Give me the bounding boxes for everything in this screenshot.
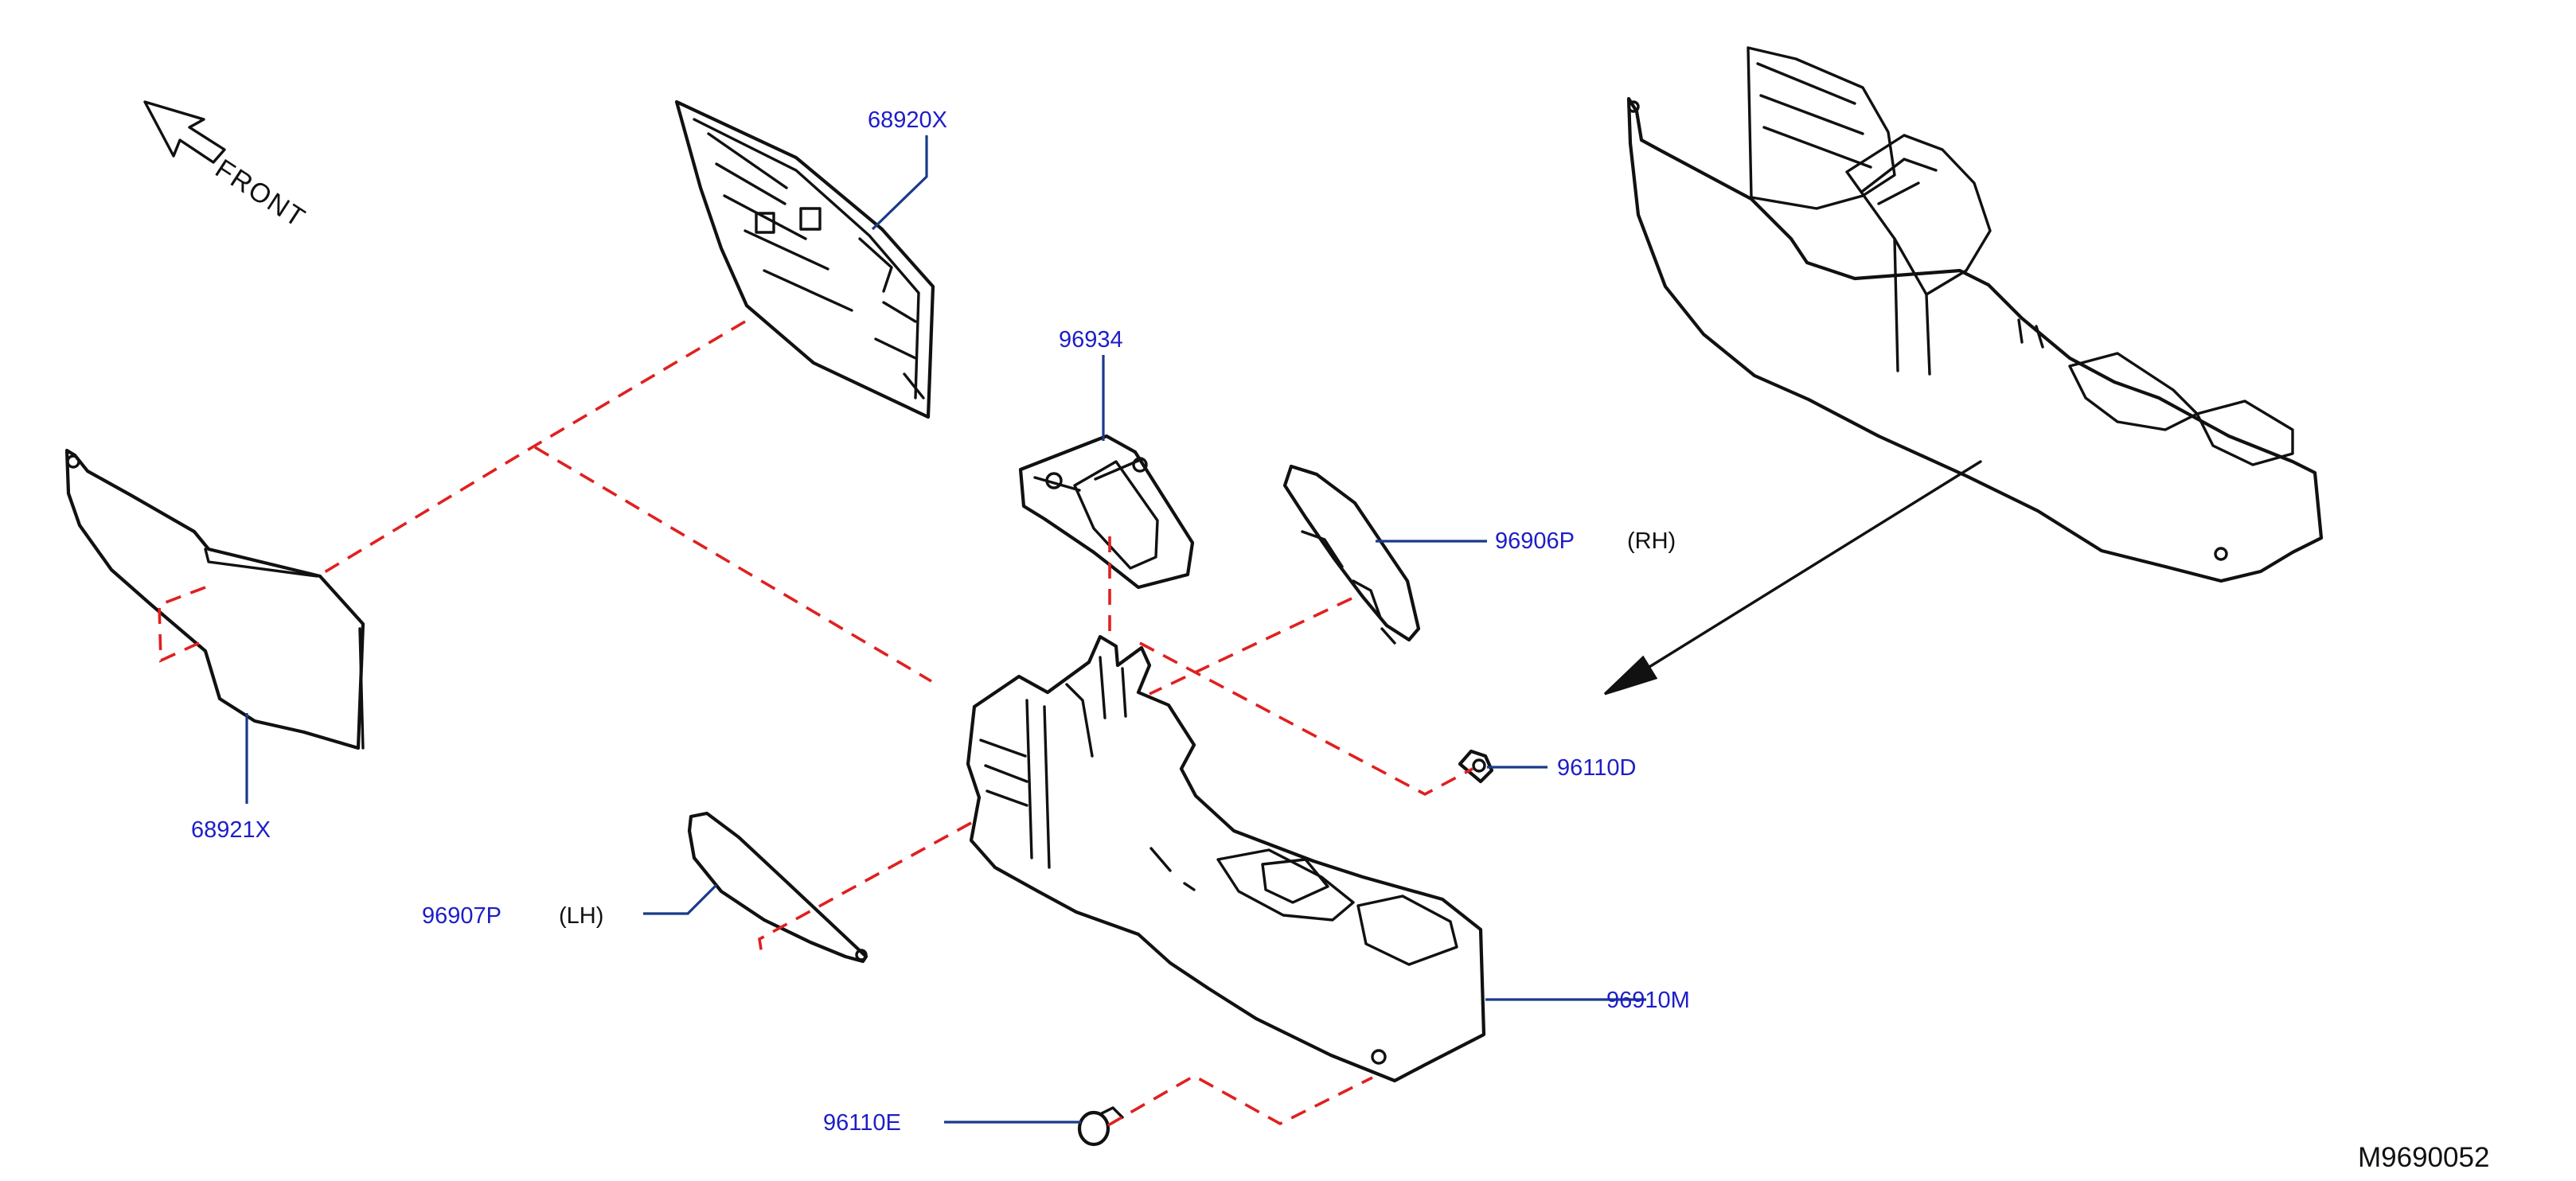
- part-68920X-bracket: [674, 99, 935, 419]
- part-number-68921X: 68921X: [191, 817, 271, 843]
- part-number-96934: 96934: [1059, 327, 1123, 353]
- leader-lines: [245, 135, 1646, 1124]
- part-number-68920X: 68920X: [868, 107, 947, 133]
- side-label-lh: (LH): [559, 903, 603, 929]
- side-label-rh: (RH): [1627, 528, 1676, 554]
- part-96934-shift-finisher: [1018, 434, 1195, 590]
- front-arrow-icon: [143, 100, 226, 164]
- reference-code: M9690052: [2358, 1142, 2489, 1173]
- part-number-96910M: 96910M: [1606, 988, 1690, 1013]
- part-96906P-rh-cover: [1282, 464, 1421, 645]
- part-96110D-clip: [1458, 749, 1494, 784]
- assembled-console-view: [1626, 46, 2324, 583]
- part-96910M-console-body: [966, 634, 1486, 1083]
- assembly-guide-lines: [158, 320, 1473, 1127]
- part-number-96906P: 96906P: [1495, 528, 1575, 554]
- part-number-96110D: 96110D: [1557, 755, 1636, 781]
- exploded-view-arrow: [1603, 460, 1982, 696]
- part-96110E-clip: [1077, 1106, 1124, 1147]
- part-96907P-lh-cover: [687, 811, 868, 964]
- part-number-96907P: 96907P: [422, 903, 502, 929]
- front-arrow-indicator: FRONT: [143, 100, 311, 234]
- part-68921X-side-finisher: [64, 448, 365, 750]
- front-label: FRONT: [210, 154, 311, 234]
- arrow-head-icon: [1603, 655, 1658, 696]
- part-number-96110E: 96110E: [823, 1110, 901, 1136]
